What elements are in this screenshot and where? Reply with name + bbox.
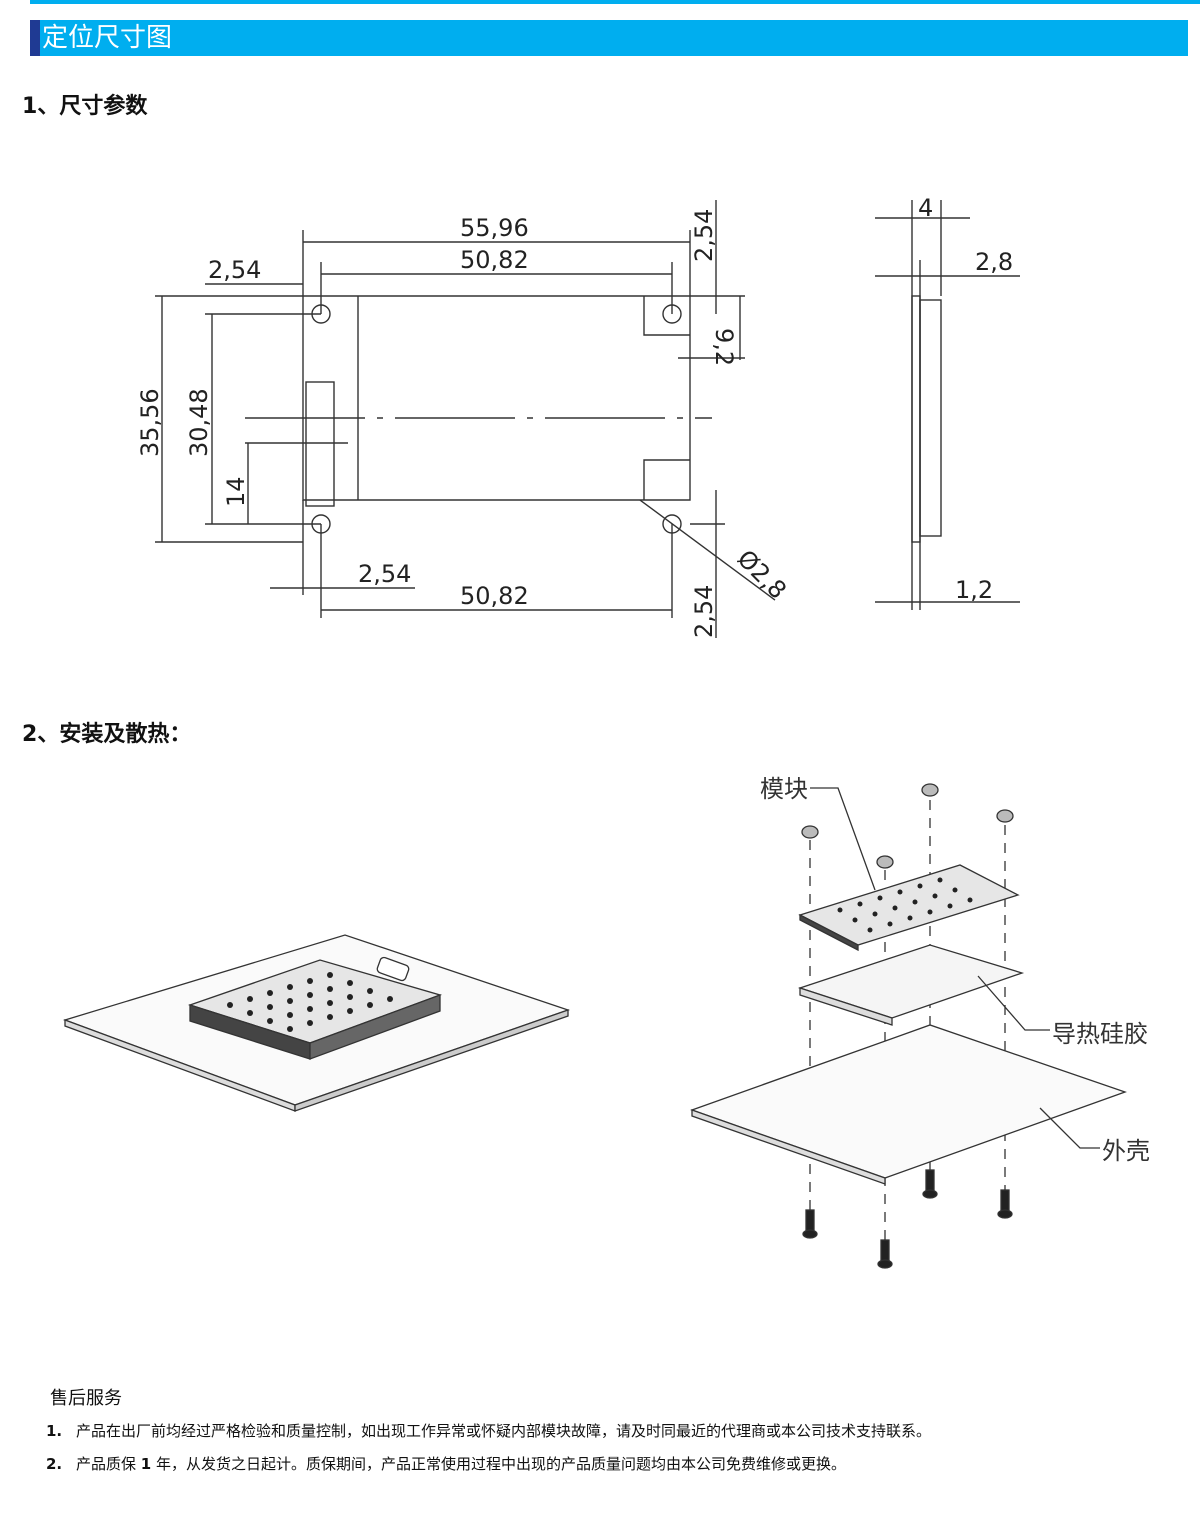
dim-text-side-module: 2,8 <box>975 248 1013 276</box>
exploded-module-side <box>799 913 859 952</box>
leader-module <box>810 787 876 891</box>
label-housing: 外壳 <box>1102 1137 1150 1165</box>
service-item-text: 产品在出厂前均经过严格检验和质量控制，如出现工作异常或怀疑内部模块故障，请及时同… <box>76 1422 932 1440</box>
section-2-heading: 2、安装及散热： <box>22 716 191 748</box>
label-thermal-pad: 导热硅胶 <box>1052 1020 1148 1048</box>
service-item-number: 1. <box>46 1422 63 1440</box>
module-connector <box>376 956 410 982</box>
dim-text-connector-offset: 14 <box>222 476 250 507</box>
assembly-guide-lines <box>809 800 1006 1240</box>
section-1-number: 1 <box>22 94 38 119</box>
service-item-number: 2. <box>46 1455 63 1473</box>
service-item-text-post: 年，从发货之日起计。质保期间，产品正常使用过程中出现的产品质量问题均由本公司免费… <box>151 1455 846 1473</box>
service-item-text-pre: 产品质保 <box>76 1455 141 1473</box>
nuts <box>801 783 1014 869</box>
dimension-drawing: 55,96 50,82 2,54 2,54 50,82 35,56 30,48 … <box>136 194 1020 638</box>
dim-text-height-pitch: 30,48 <box>185 388 213 457</box>
dim-text-side-board: 1,2 <box>955 576 993 604</box>
board-outline <box>302 295 691 501</box>
service-title: 售后服务 <box>50 1388 122 1409</box>
top-rule <box>30 0 1200 4</box>
thermal-pad <box>797 944 1025 1019</box>
section-header: 定位尺寸图 <box>30 20 1188 56</box>
side-board <box>911 295 921 543</box>
notch-outline <box>643 296 690 500</box>
leader-thermal-pad <box>977 975 1050 1031</box>
installed-illustration <box>62 934 571 1112</box>
exploded-illustration: 模块 导热硅胶 外壳 <box>690 775 1150 1269</box>
exploded-module-holes <box>837 877 973 933</box>
module-side <box>309 994 441 1060</box>
dim-text-bottom-left-offset: 2,54 <box>358 560 411 588</box>
screws <box>802 1169 1013 1269</box>
side-module <box>919 299 942 537</box>
dim-text-right-bottom-offset: 2,54 <box>690 585 718 638</box>
dim-text-height-overall: 35,56 <box>136 388 164 457</box>
label-module: 模块 <box>760 775 808 803</box>
service-item: 2. 产品质保 1 年，从发货之日起计。质保期间，产品正常使用过程中出现的产品质量… <box>46 1453 846 1474</box>
section-1-heading: 1、尺寸参数 <box>22 88 147 120</box>
header-accent <box>30 20 40 56</box>
dim-text-bottom-pitch: 50,82 <box>460 582 529 610</box>
dim-text-notch: 9,2 <box>710 328 738 366</box>
section-2-title: 、安装及散热： <box>37 722 192 747</box>
thermal-pad-edge <box>799 987 893 1026</box>
dim-text-top-left-offset: 2,54 <box>208 256 261 284</box>
dim-text-side-total: 4 <box>918 194 933 222</box>
connector-outline <box>305 381 335 507</box>
leader-housing <box>1039 1107 1100 1149</box>
service-item-bold: 1 <box>140 1455 152 1473</box>
diameter-leader <box>639 499 776 601</box>
dim-text-top-overall: 55,96 <box>460 214 529 242</box>
dim-text-top-pitch: 50,82 <box>460 246 529 274</box>
dim-text-right-top-offset: 2,54 <box>690 209 718 262</box>
page-title: 定位尺寸图 <box>42 23 173 53</box>
housing-edge <box>294 1009 569 1112</box>
service-item: 1. 产品在出厂前均经过严格检验和质量控制，如出现工作异常或怀疑内部模块故障，请及… <box>46 1420 931 1441</box>
section-1-title: 、尺寸参数 <box>37 94 148 119</box>
module-vent-holes <box>227 972 393 1032</box>
exploded-housing-edge <box>691 1109 886 1185</box>
section-2-number: 2 <box>22 722 38 747</box>
